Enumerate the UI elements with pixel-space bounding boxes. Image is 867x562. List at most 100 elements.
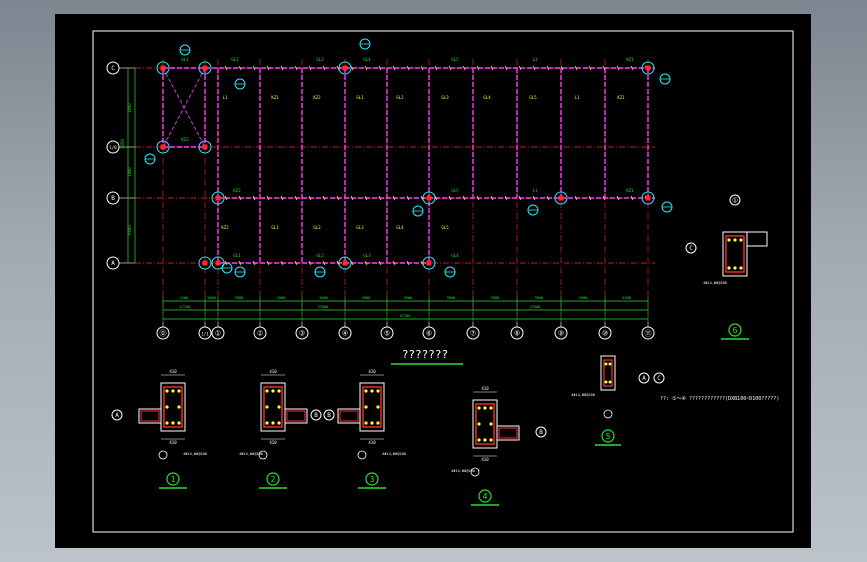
detail-stirrup (475, 403, 495, 445)
wall-hatch (602, 65, 606, 71)
wall-hatch (238, 195, 242, 201)
detail-axis-label: C (657, 375, 661, 382)
bottom-dim-total: 47700 (400, 314, 411, 318)
detail-dim-text: 410 (481, 457, 489, 462)
column-marker (211, 191, 225, 205)
wall-hatch (294, 195, 298, 201)
rebar-dot (364, 405, 368, 409)
beam-tag: GL3 (441, 95, 449, 100)
rebar-dot (739, 266, 743, 270)
detail-column-outline (472, 399, 498, 449)
axis-label-col: ③ (299, 330, 305, 338)
rebar-dot (733, 238, 737, 242)
wall-hatch (448, 195, 452, 201)
wall-hatch (490, 195, 494, 201)
column-marker (198, 140, 212, 154)
bottom-dim-text: 3900 (447, 296, 456, 300)
detail-axis-bubble (638, 372, 650, 384)
wall-hatch (630, 195, 634, 201)
wall-hatch (490, 65, 494, 71)
column-marker (211, 256, 225, 270)
detail-stirrup (263, 386, 283, 428)
axis-label-col: ⑨ (558, 330, 564, 338)
detail-dim-text: 410 (368, 440, 376, 445)
rebar-dot (271, 421, 275, 425)
wall-hatch (532, 65, 536, 71)
wall-hatch (462, 65, 466, 71)
beam-tag: L1 (533, 57, 538, 62)
wall-hatch (378, 195, 382, 201)
wall-hatch (308, 65, 312, 71)
wall-hatch (476, 65, 480, 71)
rebar-dot (489, 438, 493, 442)
column-core (215, 260, 221, 266)
detail-axis-label: B (327, 412, 331, 419)
wall-hatch (630, 65, 634, 71)
rebar-dot (608, 380, 612, 384)
column-core (215, 195, 221, 201)
wall-hatch (588, 195, 592, 201)
detail-dim-text: 410 (368, 369, 376, 374)
axis-label-col: ⑤ (384, 330, 390, 338)
beam-tag: GL5 (451, 57, 459, 62)
detail-column-outline (160, 382, 186, 432)
beam-tag: GL2 (396, 95, 404, 100)
axis-label-col: ⑪ (645, 330, 652, 338)
column-core (160, 65, 166, 71)
detail-axis-label: A (115, 412, 119, 419)
detail-stirrup (362, 386, 382, 428)
column-marker (156, 140, 170, 154)
general-note: ??: ①～④ ????????????(DXB100~D100?????) (660, 396, 779, 402)
bottom-dim-text: 3900 (535, 296, 544, 300)
detail-stirrup (725, 235, 745, 273)
wall-hatch (252, 260, 256, 266)
detail-beam-stub (746, 231, 768, 247)
detail-beam-rebar (498, 427, 518, 439)
detail-number: 6 (733, 326, 738, 335)
detail-axis-label: B (539, 429, 543, 436)
beam-tag: KZ2 (313, 95, 321, 100)
column-marker (422, 256, 436, 270)
bottom-dim-text: 3900 (319, 296, 328, 300)
beam-tag: L1 (575, 95, 580, 100)
wall-hatch (448, 65, 452, 71)
column-core (426, 195, 432, 201)
rebar-dot (733, 266, 737, 270)
wall-hatch (392, 65, 396, 71)
rebar-dot (271, 389, 275, 393)
bottom-dim-total: 37500 (530, 305, 541, 309)
rebar-dot (177, 421, 181, 425)
wall-hatch (322, 195, 326, 201)
column-marker (338, 256, 352, 270)
bottom-dim-text: 3900 (277, 296, 286, 300)
detail-column-outline (600, 355, 616, 391)
bottom-dim-text: 3900 (235, 296, 244, 300)
wall-hatch (364, 260, 368, 266)
rebar-dot (277, 421, 281, 425)
beam-tag: GL3 (316, 57, 324, 62)
beam-tag: GL3 (363, 253, 371, 258)
column-core (342, 65, 348, 71)
rebar-dot (171, 421, 175, 425)
wall-hatch (560, 65, 564, 71)
axis-label-col: ⓪ (160, 330, 167, 338)
bottom-dim-text: 3900 (362, 296, 371, 300)
column-marker (422, 191, 436, 205)
wall-hatch (364, 195, 368, 201)
wall-hatch (392, 260, 396, 266)
beam-tag: GL4 (451, 253, 459, 258)
wall-hatch (518, 195, 522, 201)
detail-dim-text: 410 (481, 386, 489, 391)
wall-hatch (294, 65, 298, 71)
column-marker (156, 61, 170, 75)
wall-hatch (588, 65, 592, 71)
wall-hatch (266, 260, 270, 266)
column-marker (338, 61, 352, 75)
detail-number: 2 (271, 475, 276, 484)
rebar-dot (265, 405, 269, 409)
detail-note: 4Φ14,Φ8@200 (183, 452, 207, 456)
detail-top-bubble (729, 194, 741, 206)
